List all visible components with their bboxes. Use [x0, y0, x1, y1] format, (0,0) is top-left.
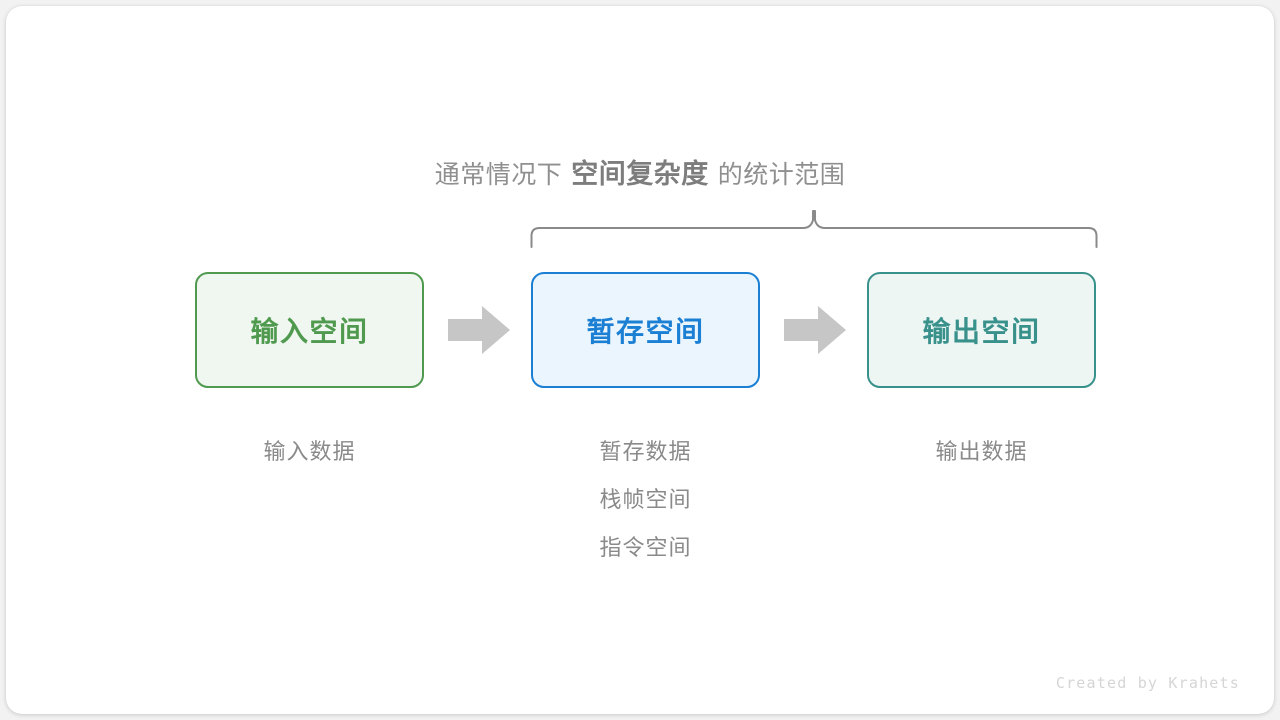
- caption-line: 栈帧空间: [599, 487, 692, 512]
- curly-brace-icon: [530, 210, 1098, 248]
- caption-group-input-space: 输入数据: [195, 428, 424, 476]
- heading-prefix: 通常情况下: [434, 161, 563, 189]
- heading-suffix: 的统计范围: [717, 161, 846, 189]
- caption-group-output-space: 输出数据: [867, 428, 1096, 476]
- stage-box-input-space[interactable]: 输入空间: [195, 272, 424, 388]
- diagram-card: 通常情况下空间复杂度的统计范围 输入空间 暂存空间 输出空间 输入数据 暂存数据…: [6, 6, 1274, 714]
- heading-emphasis: 空间复杂度: [571, 159, 709, 189]
- stage-box-input-space-label: 输入空间: [250, 316, 369, 347]
- caption-line: 暂存数据: [599, 439, 692, 464]
- caption-line: 输出数据: [935, 439, 1028, 464]
- stage-box-temp-space[interactable]: 暂存空间: [531, 272, 760, 388]
- flow-arrow-right-icon: [448, 306, 510, 354]
- credit-text: Created by Krahets: [1055, 674, 1240, 692]
- caption-group-temp-space: 暂存数据 栈帧空间 指令空间: [531, 428, 760, 572]
- stage-box-temp-space-label: 暂存空间: [586, 316, 705, 347]
- caption-line: 指令空间: [599, 535, 692, 560]
- stage-box-output-space[interactable]: 输出空间: [867, 272, 1096, 388]
- page-title: 通常情况下空间复杂度的统计范围: [6, 154, 1274, 199]
- flow-arrow-right-icon: [784, 306, 846, 354]
- stage-box-output-space-label: 输出空间: [922, 316, 1041, 347]
- caption-line: 输入数据: [263, 439, 356, 464]
